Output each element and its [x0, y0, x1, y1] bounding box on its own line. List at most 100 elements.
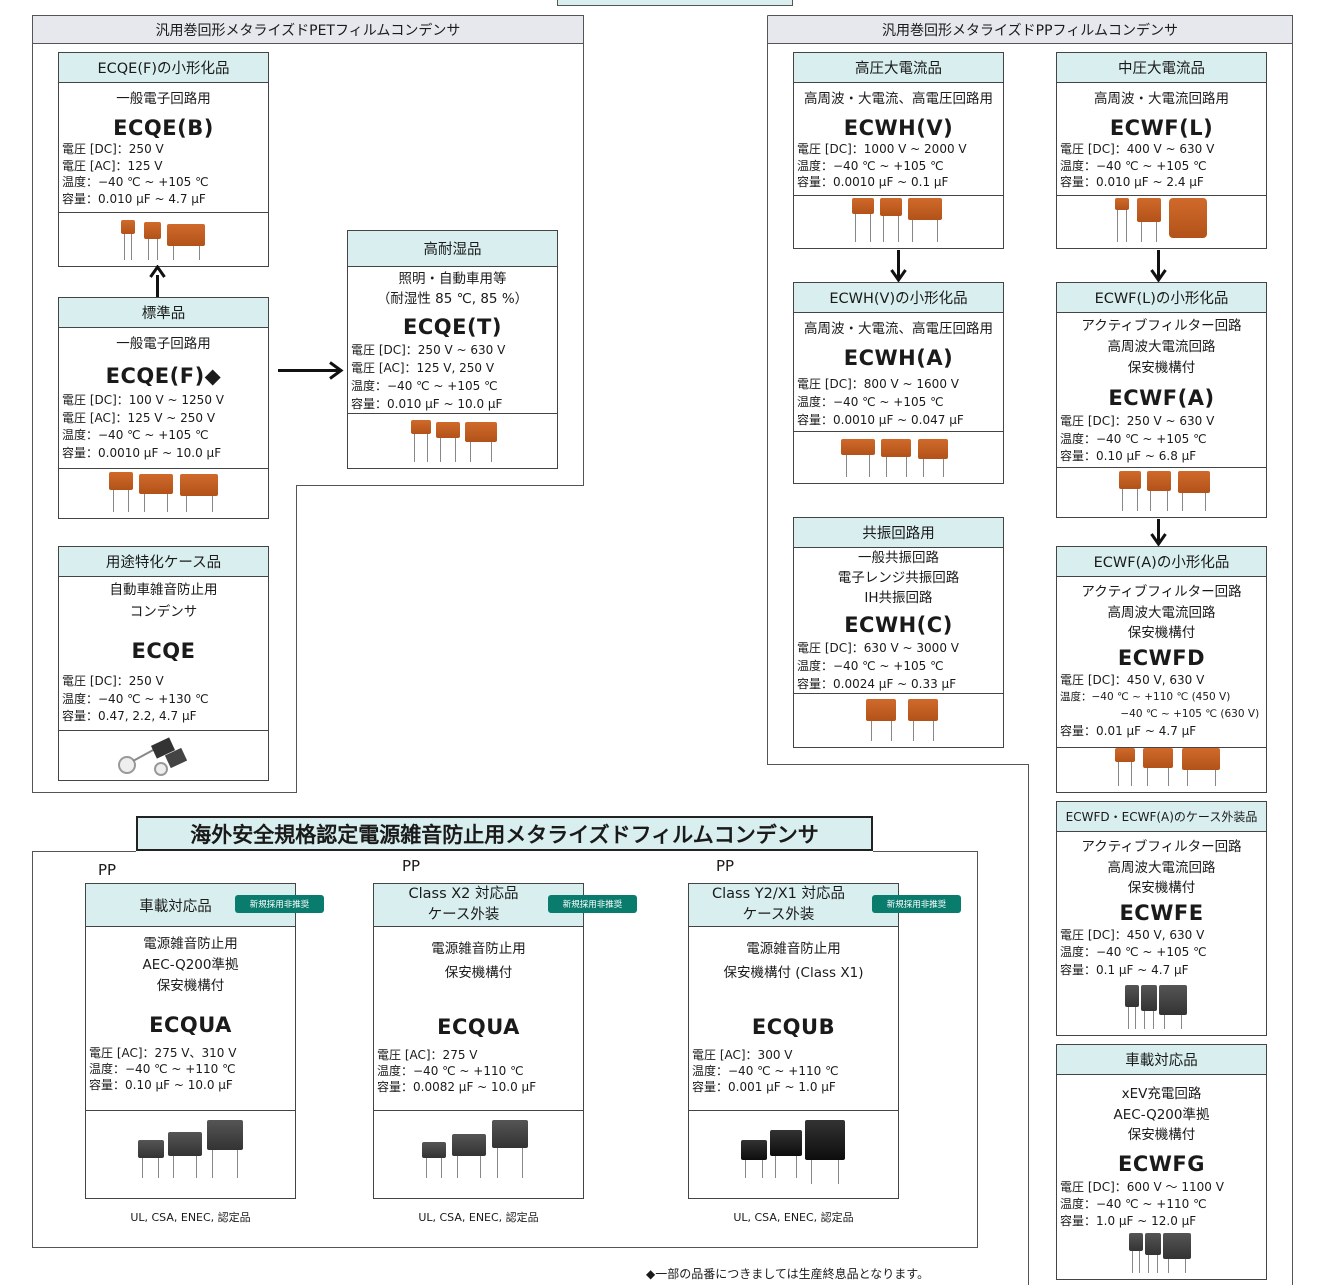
- card-ecwha[interactable]: ECWH(V)の小形化品 高周波・大電流、高電圧回路用 ECWH(A) 電圧 […: [793, 282, 1004, 484]
- arrow-head-right-icon: [329, 361, 344, 380]
- footnote: ◆一部の品番につきましては生産終息品となります。: [646, 1267, 930, 1281]
- model-name: ECWFG: [1117, 1151, 1205, 1176]
- card-header: 中圧大電流品: [1057, 53, 1266, 83]
- arrow-head-down-icon: [890, 269, 907, 282]
- card-ecwfl[interactable]: 中圧大電流品 高周波・大電流回路用 ECWF(L) 電圧 [DC]：400 V …: [1056, 52, 1267, 249]
- card-desc: アクティブフィルター回路高周波大電流回路保安機構付: [1081, 839, 1242, 896]
- card-specs-cap: 容量：0.01 µF ~ 4.7 µF: [1060, 724, 1197, 738]
- card-header: 高耐湿品: [348, 231, 557, 267]
- card-header: 高圧大電流品: [794, 53, 1003, 83]
- product-image: [1057, 195, 1266, 248]
- card-header: 車載対応品: [1057, 1045, 1266, 1075]
- model-name: ECQE(B): [113, 116, 214, 140]
- not-recommended-badge: 新規採用非推奨: [548, 895, 637, 913]
- model-name: ECWH(A): [843, 346, 954, 370]
- card-desc: 電源雑音防止用保安機構付 (Class X1): [723, 941, 864, 981]
- card-ecwfa[interactable]: ECWF(L)の小形化品 アクティブフィルター回路高周波大電流回路保安機構付 E…: [1056, 282, 1267, 518]
- certification-note: UL, CSA, ENEC, 認定品: [418, 1211, 539, 1224]
- product-image: [374, 1110, 583, 1198]
- card-ecqua-class-x2[interactable]: Class X2 対応品ケース外装 電源雑音防止用保安機構付 ECQUA 電圧 …: [373, 883, 584, 1199]
- model-name: ECQE: [131, 639, 196, 663]
- arrow-down: [897, 250, 900, 278]
- product-image: [689, 1110, 898, 1198]
- card-ecqet[interactable]: 高耐湿品 照明・自動車用等（耐湿性 85 ℃, 85 %） ECQE(T) 電圧…: [347, 230, 558, 469]
- card-desc: 電源雑音防止用保安機構付: [431, 941, 526, 981]
- arrow-down: [1157, 519, 1160, 541]
- card-desc: 照明・自動車用等（耐湿性 85 ℃, 85 %）: [376, 271, 529, 307]
- arrow-down: [1157, 250, 1160, 278]
- pp-label: PP: [98, 861, 117, 879]
- product-image: [794, 431, 1003, 483]
- product-image: [59, 212, 268, 266]
- top-stub: [557, 0, 793, 6]
- card-header: ECWFD・ECWF(A)のケース外装品: [1057, 802, 1266, 832]
- card-ecqef[interactable]: 標準品 一般電子回路用 ECQE(F)◆ 電圧 [DC]：100 V ~ 125…: [58, 297, 269, 519]
- card-ecwfd[interactable]: ECWF(A)の小形化品 アクティブフィルター回路高周波大電流回路保安機構付 E…: [1056, 546, 1267, 793]
- certification-note: UL, CSA, ENEC, 認定品: [733, 1211, 854, 1224]
- card-desc: アクティブフィルター回路高周波大電流回路保安機構付: [1081, 584, 1242, 641]
- card-desc: 一般電子回路用: [116, 336, 211, 352]
- pp-label: PP: [716, 857, 735, 875]
- card-specs-temp: 温度：−40 ℃ ~ +110 ℃ (450 V) −40 ℃ ~ +105 ℃…: [1060, 691, 1260, 720]
- card-ecqub-class-y2x1[interactable]: Class Y2/X1 対応品ケース外装 電源雑音防止用保安機構付 (Class…: [688, 883, 899, 1199]
- model-name: ECWFE: [1119, 900, 1204, 925]
- not-recommended-badge: 新規採用非推奨: [235, 895, 324, 913]
- card-header: ECQE(F)の小形化品: [59, 53, 268, 83]
- card-desc: アクティブフィルター回路高周波大電流回路保安機構付: [1081, 318, 1242, 376]
- card-header: 用途特化ケース品: [59, 547, 268, 577]
- card-ecqeb[interactable]: ECQE(F)の小形化品 一般電子回路用 ECQE(B) 電圧 [DC]：250…: [58, 52, 269, 267]
- product-image: [86, 1110, 295, 1198]
- safety-title: 海外安全規格認定電源雑音防止用メタライズドフィルムコンデンサ: [136, 816, 873, 851]
- product-image: [794, 693, 1003, 747]
- product-image: [1057, 1227, 1266, 1279]
- model-name: ECWFD: [1117, 645, 1206, 670]
- card-header: ECWF(A)の小形化品: [1057, 547, 1266, 577]
- card-specs: 電圧 [DC]：450 V, 630 V: [1060, 672, 1205, 687]
- card-ecwhv[interactable]: 高圧大電流品 高周波・大電流、高電圧回路用 ECWH(V) 電圧 [DC]：10…: [793, 52, 1004, 249]
- case-capacitor-icon: [118, 737, 188, 776]
- model-name: ECWH(V): [843, 116, 954, 140]
- model-name: ECQE(T): [403, 315, 502, 339]
- card-desc: 一般電子回路用: [116, 91, 211, 107]
- arrow-head-up-icon: [149, 265, 166, 278]
- card-ecqe[interactable]: 用途特化ケース品 自動車雑音防止用コンデンサ ECQE 電圧 [DC]：250 …: [58, 546, 269, 781]
- card-header: ECWF(L)の小形化品: [1057, 283, 1266, 313]
- pp-label: PP: [402, 857, 421, 875]
- arrow-right: [278, 369, 340, 372]
- product-image: [59, 730, 268, 780]
- pp-section-title: 汎用巻回形メタライズドPPフィルムコンデンサ: [768, 16, 1292, 44]
- card-desc: 高周波・大電流、高電圧回路用: [804, 91, 993, 107]
- model-name: ECQUA: [437, 1015, 520, 1039]
- model-name: ECWH(C): [844, 613, 953, 637]
- card-desc: 高周波・大電流回路用: [1094, 91, 1229, 107]
- model-name: ECWF(A): [1108, 386, 1215, 410]
- pp-section-outline: [767, 15, 1293, 1285]
- card-desc: 高周波・大電流、高電圧回路用: [804, 321, 993, 337]
- safety-section-outline: [32, 851, 978, 1248]
- model-name: ECQUA: [149, 1013, 232, 1037]
- arrow-up: [156, 275, 159, 297]
- card-ecwfe[interactable]: ECWFD・ECWF(A)のケース外装品 アクティブフィルター回路高周波大電流回…: [1056, 801, 1267, 1036]
- certification-note: UL, CSA, ENEC, 認定品: [130, 1211, 251, 1224]
- card-header: 共振回路用: [794, 518, 1003, 548]
